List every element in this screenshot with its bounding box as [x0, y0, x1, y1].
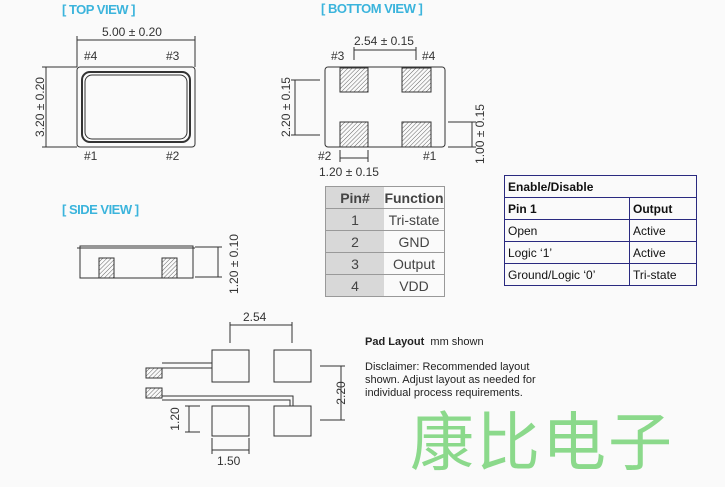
pad-height-dim: 2.20: [334, 381, 348, 405]
top-view-label: [ TOP VIEW ]: [62, 2, 135, 17]
bottom-pin-3: #3: [331, 49, 345, 63]
output-cell: Active: [629, 241, 697, 264]
pad-pad-height-dim: 1.20: [168, 407, 182, 431]
enable-table-title: Enable/Disable: [504, 175, 697, 198]
pin1-cell: Logic ‘1’: [503, 241, 631, 264]
top-pin-4: #4: [84, 49, 98, 63]
top-view-height-dim: 3.20 ± 0.20: [33, 77, 47, 137]
output-cell: Active: [629, 219, 697, 242]
pin1-cell: Open: [503, 219, 631, 242]
function-cell: GND: [384, 230, 445, 253]
top-pin-3: #3: [166, 49, 180, 63]
header-function: Function: [384, 186, 445, 209]
pin-table-header: Pin#Function: [325, 186, 445, 209]
bottom-pad-height-dim: 1.00 ± 0.15: [473, 104, 487, 164]
disclaimer: Disclaimer: Recommended layout shown. Ad…: [365, 361, 536, 399]
side-height-dim: 1.20 ± 0.10: [227, 234, 241, 294]
pad-layout-unit: mm shown: [430, 336, 484, 348]
pad-layout-drawing: [145, 322, 345, 454]
side-view-label: [ SIDE VIEW ]: [62, 202, 139, 217]
table-row: Ground/Logic ‘0’Tri-state: [503, 263, 697, 286]
output-cell: Tri-state: [629, 263, 697, 286]
top-view-package: [42, 36, 196, 148]
pad-layout-heading: Pad Layout mm shown: [365, 336, 484, 349]
pin-cell: 3: [325, 252, 384, 275]
function-cell: Tri-state: [384, 208, 445, 231]
pad-pitch-dim: 2.54: [243, 310, 267, 324]
top-pin-2: #2: [166, 149, 180, 163]
pin-cell: 2: [325, 230, 384, 253]
function-cell: VDD: [384, 274, 445, 297]
table-row: Logic ‘1’Active: [503, 241, 697, 264]
bottom-pin-2: #2: [318, 149, 332, 163]
pin-cell: 4: [325, 274, 384, 297]
header-pin1: Pin 1: [503, 197, 631, 220]
bottom-pitch-dim: 2.54 ± 0.15: [354, 34, 414, 48]
watermark: 康比电子: [410, 407, 674, 481]
bottom-view-package: [291, 47, 476, 162]
top-pin-1: #1: [84, 149, 98, 163]
bottom-pad-width-dim: 1.20 ± 0.15: [319, 165, 379, 179]
bottom-pin-4: #4: [422, 49, 436, 63]
top-view-width-dim: 5.00 ± 0.20: [102, 25, 162, 39]
pin-cell: 1: [325, 208, 384, 231]
bottom-height-dim: 2.20 ± 0.15: [279, 77, 293, 137]
pad-width-dim: 1.50: [217, 454, 241, 468]
bottom-pin-1: #1: [423, 149, 437, 163]
header-output: Output: [629, 197, 697, 220]
bottom-view-label: [ BOTTOM VIEW ]: [321, 1, 423, 16]
pin1-cell: Ground/Logic ‘0’: [503, 263, 631, 286]
pad-layout-title: Pad Layout: [365, 336, 425, 348]
header-pin: Pin#: [325, 186, 384, 209]
side-view-package: [77, 245, 222, 279]
function-cell: Output: [384, 252, 445, 275]
